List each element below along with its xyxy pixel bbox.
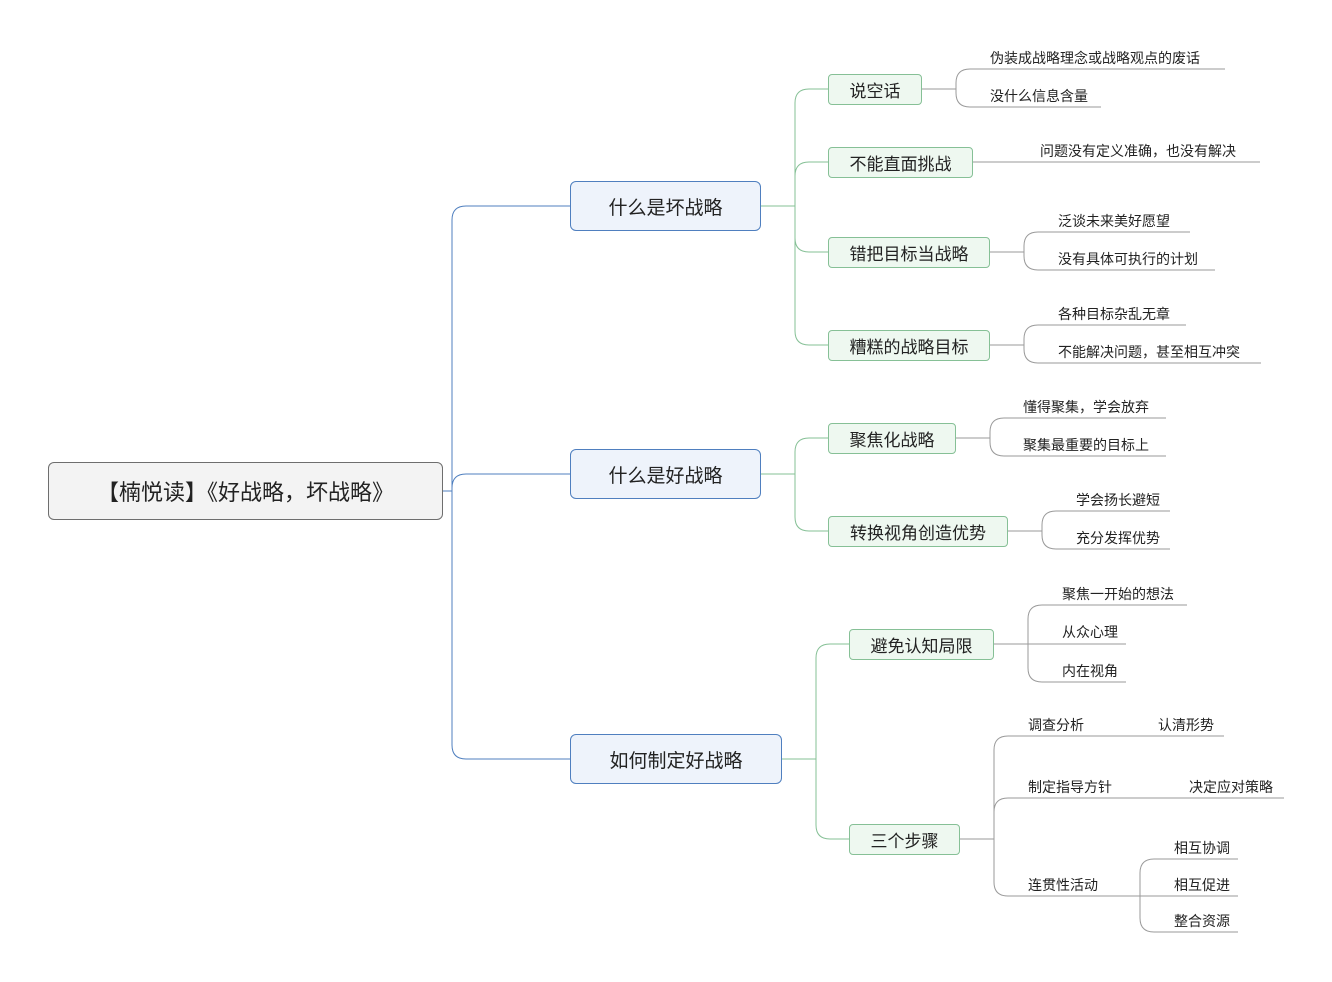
leaf-text[interactable]: 从众心理 bbox=[1062, 625, 1118, 641]
branch-connector bbox=[794, 206, 828, 346]
leaf-text[interactable]: 没什么信息含量 bbox=[990, 89, 1088, 105]
leaf-connector bbox=[1023, 324, 1058, 345]
leaf-text[interactable]: 没有具体可执行的计划 bbox=[1058, 252, 1198, 268]
step-label[interactable]: 制定指导方针 bbox=[1028, 780, 1112, 796]
root-connector bbox=[451, 205, 570, 491]
leaf-text[interactable]: 整合资源 bbox=[1174, 914, 1230, 930]
leaf-connector bbox=[993, 797, 1028, 839]
leaf-text[interactable]: 学会扬长避短 bbox=[1076, 493, 1160, 509]
leaf-connector bbox=[955, 89, 990, 108]
step-label[interactable]: 调查分析 bbox=[1028, 718, 1084, 734]
leaf-text[interactable]: 问题没有定义准确，也没有解决 bbox=[1040, 144, 1236, 160]
branch-connector bbox=[815, 643, 849, 759]
root-connector bbox=[451, 491, 570, 760]
root-connector bbox=[451, 473, 570, 491]
leaf-text[interactable]: 决定应对策略 bbox=[1189, 780, 1273, 796]
leaf-connector bbox=[989, 417, 1023, 438]
leaf-text[interactable]: 聚焦一开始的想法 bbox=[1062, 587, 1174, 603]
leaf-connector bbox=[993, 839, 1028, 897]
leaf-text[interactable]: 相互促进 bbox=[1174, 878, 1230, 894]
branch-connector bbox=[794, 474, 828, 532]
leaf-connector bbox=[1023, 231, 1058, 252]
leaf-text[interactable]: 懂得聚集，学会放弃 bbox=[1023, 400, 1149, 416]
subtopic-avoid-cognitive-limits[interactable]: 避免认知局限 bbox=[849, 629, 994, 660]
leaf-connector bbox=[993, 735, 1028, 839]
subtopic-three-steps[interactable]: 三个步骤 bbox=[849, 824, 960, 855]
leaf-connector bbox=[1027, 644, 1062, 683]
topic-good-strategy[interactable]: 什么是好战略 bbox=[570, 449, 761, 499]
subtopic-goal-as-strategy[interactable]: 错把目标当战略 bbox=[828, 237, 990, 268]
leaf-connector bbox=[955, 68, 990, 89]
leaf-text[interactable]: 伪装成战略理念或战略观点的废话 bbox=[990, 51, 1200, 67]
subtopic-focus-strategy[interactable]: 聚焦化战略 bbox=[828, 423, 956, 454]
subtopic-empty-talk[interactable]: 说空话 bbox=[828, 74, 922, 105]
leaf-text[interactable]: 各种目标杂乱无章 bbox=[1058, 307, 1170, 323]
leaf-connector bbox=[1041, 531, 1076, 550]
topic-bad-strategy[interactable]: 什么是坏战略 bbox=[570, 181, 761, 231]
leaf-connector bbox=[1023, 345, 1058, 364]
leaf-connector bbox=[1023, 252, 1058, 271]
leaf-connector bbox=[989, 438, 1023, 457]
leaf-text[interactable]: 聚集最重要的目标上 bbox=[1023, 438, 1149, 454]
leaf-text[interactable]: 相互协调 bbox=[1174, 841, 1230, 857]
topic-how-to-make-strategy[interactable]: 如何制定好战略 bbox=[570, 734, 782, 784]
subtopic-bad-goals[interactable]: 糟糕的战略目标 bbox=[828, 330, 990, 361]
leaf-connector bbox=[1139, 896, 1174, 933]
subtopic-no-challenge[interactable]: 不能直面挑战 bbox=[828, 147, 973, 178]
leaf-connector bbox=[1041, 510, 1076, 531]
leaf-text[interactable]: 内在视角 bbox=[1062, 664, 1118, 680]
branch-connector bbox=[794, 88, 828, 206]
root-topic[interactable]: 【楠悦读】《好战略，坏战略》 bbox=[48, 462, 443, 520]
branch-connector bbox=[794, 437, 828, 474]
leaf-connector bbox=[1027, 604, 1062, 644]
leaf-text[interactable]: 泛谈未来美好愿望 bbox=[1058, 214, 1170, 230]
leaf-text[interactable]: 充分发挥优势 bbox=[1076, 531, 1160, 547]
leaf-text[interactable]: 不能解决问题，甚至相互冲突 bbox=[1058, 345, 1240, 361]
branch-connector bbox=[794, 206, 828, 253]
leaf-text[interactable]: 认清形势 bbox=[1158, 718, 1214, 734]
step-label[interactable]: 连贯性活动 bbox=[1028, 878, 1098, 894]
branch-connector bbox=[794, 161, 828, 206]
subtopic-switch-perspective[interactable]: 转换视角创造优势 bbox=[828, 516, 1008, 547]
branch-connector bbox=[815, 759, 849, 840]
leaf-connector bbox=[1139, 858, 1174, 896]
